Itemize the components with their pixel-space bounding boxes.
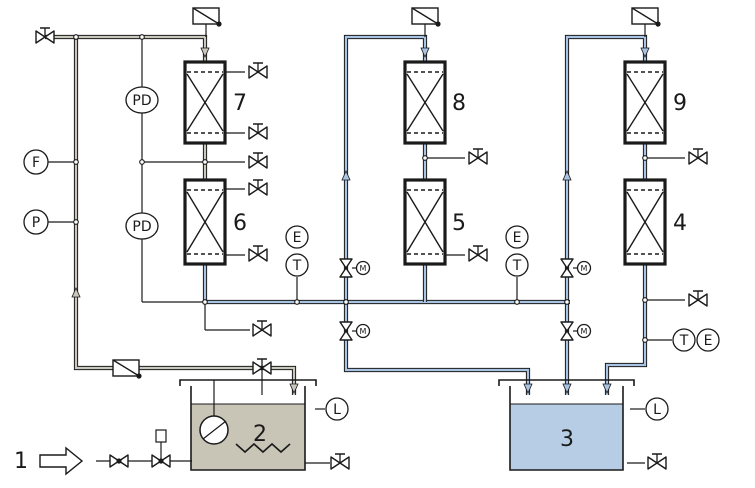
column-5: 5 bbox=[403, 178, 466, 266]
inlet-arrow-icon bbox=[39, 446, 84, 476]
instrument-pd-upper: PD bbox=[125, 86, 159, 114]
svg-text:T: T bbox=[292, 258, 302, 274]
svg-text:L: L bbox=[653, 402, 661, 418]
label-6: 6 bbox=[233, 211, 247, 236]
gray-pipework bbox=[45, 34, 297, 395]
svg-text:E: E bbox=[513, 230, 522, 246]
label-8: 8 bbox=[452, 91, 466, 116]
label-9: 9 bbox=[673, 91, 687, 116]
instrument-level-left: L bbox=[325, 397, 349, 421]
svg-text:PD: PD bbox=[132, 93, 151, 109]
svg-text:L: L bbox=[333, 402, 341, 418]
feed-inlet: 1 bbox=[14, 429, 192, 476]
column-7: 7 bbox=[183, 60, 247, 145]
svg-text:F: F bbox=[32, 155, 40, 171]
instrument-temp-b: E T bbox=[505, 225, 529, 277]
label-5: 5 bbox=[452, 211, 466, 236]
instrument-level-right: L bbox=[645, 397, 669, 421]
label-2: 2 bbox=[253, 422, 267, 447]
instrument-temp-a: E T bbox=[285, 225, 309, 277]
label-1: 1 bbox=[14, 449, 28, 474]
junctions bbox=[73, 34, 648, 343]
label-7: 7 bbox=[233, 91, 247, 116]
label-3: 3 bbox=[560, 427, 574, 452]
column-6: 6 bbox=[183, 178, 247, 266]
svg-text:PD: PD bbox=[132, 219, 151, 235]
tank-3: 3 bbox=[498, 379, 635, 471]
column-4: 4 bbox=[623, 178, 687, 266]
svg-text:E: E bbox=[704, 333, 713, 349]
label-4: 4 bbox=[673, 211, 687, 236]
column-8: 8 bbox=[403, 60, 466, 145]
svg-text:T: T bbox=[512, 258, 522, 274]
instrument-flow: F bbox=[23, 149, 49, 175]
instrument-temp-c: T E bbox=[672, 328, 720, 352]
column-9: 9 bbox=[623, 60, 687, 145]
tank-2: 2 bbox=[179, 379, 317, 471]
svg-text:E: E bbox=[293, 230, 302, 246]
instrument-pd-lower: PD bbox=[125, 212, 159, 240]
instrument-pressure: P bbox=[23, 209, 49, 235]
motorized-valves bbox=[339, 258, 592, 341]
svg-text:P: P bbox=[32, 215, 40, 231]
actuators bbox=[112, 7, 662, 380]
svg-text:T: T bbox=[679, 333, 689, 349]
